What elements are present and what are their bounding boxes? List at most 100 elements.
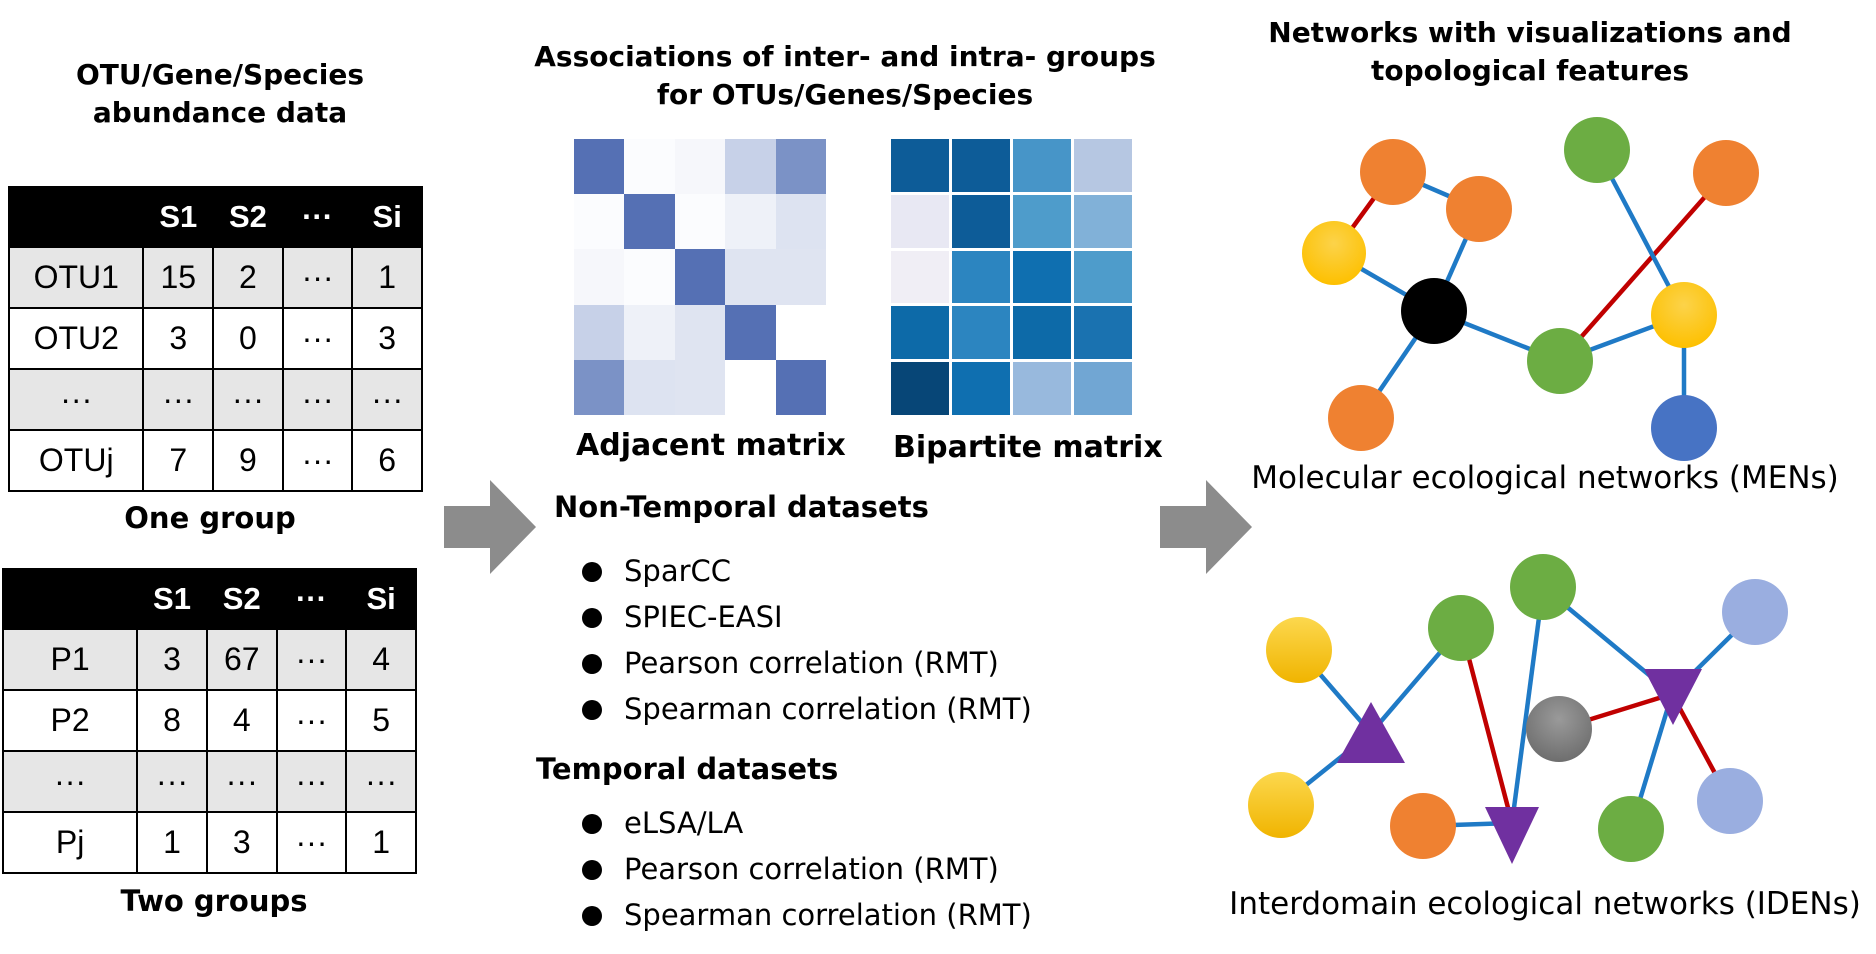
table-cell: ··· bbox=[351, 368, 423, 431]
matrix-cell bbox=[952, 194, 1010, 248]
table-cell: 1 bbox=[136, 811, 208, 874]
matrix-cell bbox=[624, 139, 675, 195]
bipartite-matrix bbox=[891, 139, 1132, 415]
matrix-cell bbox=[1074, 250, 1132, 304]
matrix-cell bbox=[624, 249, 675, 305]
table-cell: 9 bbox=[212, 429, 284, 492]
matrix-cell bbox=[775, 249, 826, 305]
matrix-cell bbox=[624, 304, 675, 360]
bipartite-matrix-label: Bipartite matrix bbox=[893, 430, 1163, 465]
table-cell: P2 bbox=[1, 689, 139, 752]
header-cell: ··· bbox=[281, 186, 354, 248]
green-node bbox=[1428, 595, 1494, 661]
orange-node bbox=[1446, 176, 1512, 242]
matrix-cell bbox=[1013, 250, 1071, 304]
matrix-cell bbox=[674, 304, 726, 360]
associations-title-line2: for OTUs/Genes/Species bbox=[656, 77, 1034, 111]
table-cell: ··· bbox=[7, 368, 145, 431]
idens-edges bbox=[1279, 585, 1757, 830]
table-row: OTU1 15 2 ··· 1 bbox=[7, 246, 423, 309]
list-item: SparCC bbox=[578, 548, 1032, 594]
table-cell: ··· bbox=[281, 429, 354, 492]
table-cell: 1 bbox=[345, 811, 417, 874]
matrix-cell bbox=[1074, 139, 1132, 192]
idens-label: Interdomain ecological networks (IDENs) bbox=[1229, 886, 1861, 922]
matrix-cell bbox=[725, 359, 776, 415]
table-row: OTU2 3 0 ··· 3 bbox=[7, 307, 423, 370]
table-row: ··· ··· ··· ··· ··· bbox=[1, 750, 417, 813]
matrix-cell bbox=[891, 306, 949, 360]
table-cell: 4 bbox=[345, 628, 417, 691]
matrix-cell bbox=[674, 359, 726, 415]
matrix-cell bbox=[1074, 362, 1132, 415]
table-cell: 2 bbox=[212, 246, 284, 309]
matrix-cell bbox=[891, 250, 949, 304]
matrix-cell bbox=[1013, 194, 1071, 248]
networks-title-line1: Networks with visualizations and bbox=[1268, 16, 1792, 49]
table-cell: OTUj bbox=[7, 429, 145, 492]
matrix-cell bbox=[891, 194, 949, 248]
orange-node bbox=[1390, 793, 1456, 859]
table-cell: P1 bbox=[1, 628, 139, 691]
lavender-node bbox=[1722, 579, 1788, 645]
matrix-cell bbox=[775, 304, 826, 360]
two-groups-table: S1 S2 ··· Si P1 3 67 ··· 4 P2 8 4 ··· 5 … bbox=[1, 568, 417, 874]
matrix-cell bbox=[952, 250, 1010, 304]
table-cell: 1 bbox=[351, 246, 423, 309]
nontemporal-heading: Non-Temporal datasets bbox=[554, 490, 929, 524]
one-group-table: S1 S2 ··· Si OTU1 15 2 ··· 1 OTU2 3 0 ··… bbox=[7, 186, 423, 492]
table-cell: ··· bbox=[275, 689, 348, 752]
table-row: ··· ··· ··· ··· ··· bbox=[7, 368, 423, 431]
matrix-cell bbox=[574, 194, 625, 250]
associations-title: Associations of inter- and intra- groups… bbox=[520, 38, 1170, 114]
table-cell: 3 bbox=[136, 628, 208, 691]
black-hub-node bbox=[1401, 278, 1467, 344]
temporal-method-list: eLSA/LA Pearson correlation (RMT) Spearm… bbox=[578, 800, 1032, 938]
abundance-title-line2: abundance data bbox=[92, 95, 348, 129]
header-cell: S1 bbox=[136, 568, 208, 630]
purple-triangle-down-node bbox=[1485, 807, 1539, 864]
arrow-shape bbox=[444, 480, 536, 574]
matrix-cell bbox=[725, 249, 776, 305]
header-cell: S2 bbox=[205, 568, 278, 630]
matrix-cell bbox=[674, 194, 726, 250]
table-row: P2 8 4 ··· 5 bbox=[1, 689, 417, 752]
networks-title: Networks with visualizations and topolog… bbox=[1230, 14, 1830, 90]
table-cell: ··· bbox=[275, 811, 348, 874]
header-cell: ··· bbox=[275, 568, 348, 630]
table-cell: 3 bbox=[351, 307, 423, 370]
matrix-cell bbox=[674, 249, 726, 305]
matrix-cell bbox=[574, 249, 625, 305]
yellow-node bbox=[1302, 221, 1366, 285]
table-cell: OTU2 bbox=[7, 307, 145, 370]
blue-node bbox=[1651, 395, 1717, 461]
matrix-cell bbox=[725, 139, 776, 195]
table-cell: Pj bbox=[1, 811, 139, 874]
list-item: Pearson correlation (RMT) bbox=[578, 640, 1032, 686]
purple-triangle-up-node bbox=[1337, 702, 1405, 763]
table-cell: ··· bbox=[142, 368, 215, 431]
adjacent-matrix bbox=[574, 139, 826, 415]
mens-label: Molecular ecological networks (MENs) bbox=[1251, 460, 1839, 496]
table-cell: ··· bbox=[1, 750, 139, 813]
table-cell: ··· bbox=[345, 750, 417, 813]
matrix-cell bbox=[775, 194, 826, 250]
matrix-cell bbox=[1013, 306, 1071, 360]
arrow-shape bbox=[1160, 480, 1252, 574]
matrix-cell bbox=[574, 304, 625, 360]
table-cell: 0 bbox=[212, 307, 284, 370]
table-cell: 67 bbox=[205, 628, 278, 691]
flow-arrow-2 bbox=[1160, 480, 1252, 574]
edge-negative bbox=[1558, 171, 1728, 363]
purple-triangle-down-node bbox=[1644, 669, 1702, 725]
list-item: Spearman correlation (RMT) bbox=[578, 892, 1032, 938]
mens-network bbox=[1302, 117, 1759, 461]
header-cell: S1 bbox=[142, 186, 215, 248]
associations-title-line1: Associations of inter- and intra- groups bbox=[534, 40, 1156, 73]
list-item: Pearson correlation (RMT) bbox=[578, 846, 1032, 892]
abundance-title: OTU/Gene/Species abundance data bbox=[40, 56, 400, 132]
matrix-cell bbox=[775, 359, 826, 415]
table-cell: ··· bbox=[281, 368, 354, 431]
matrix-cell bbox=[574, 139, 625, 195]
orange-node bbox=[1693, 140, 1759, 206]
